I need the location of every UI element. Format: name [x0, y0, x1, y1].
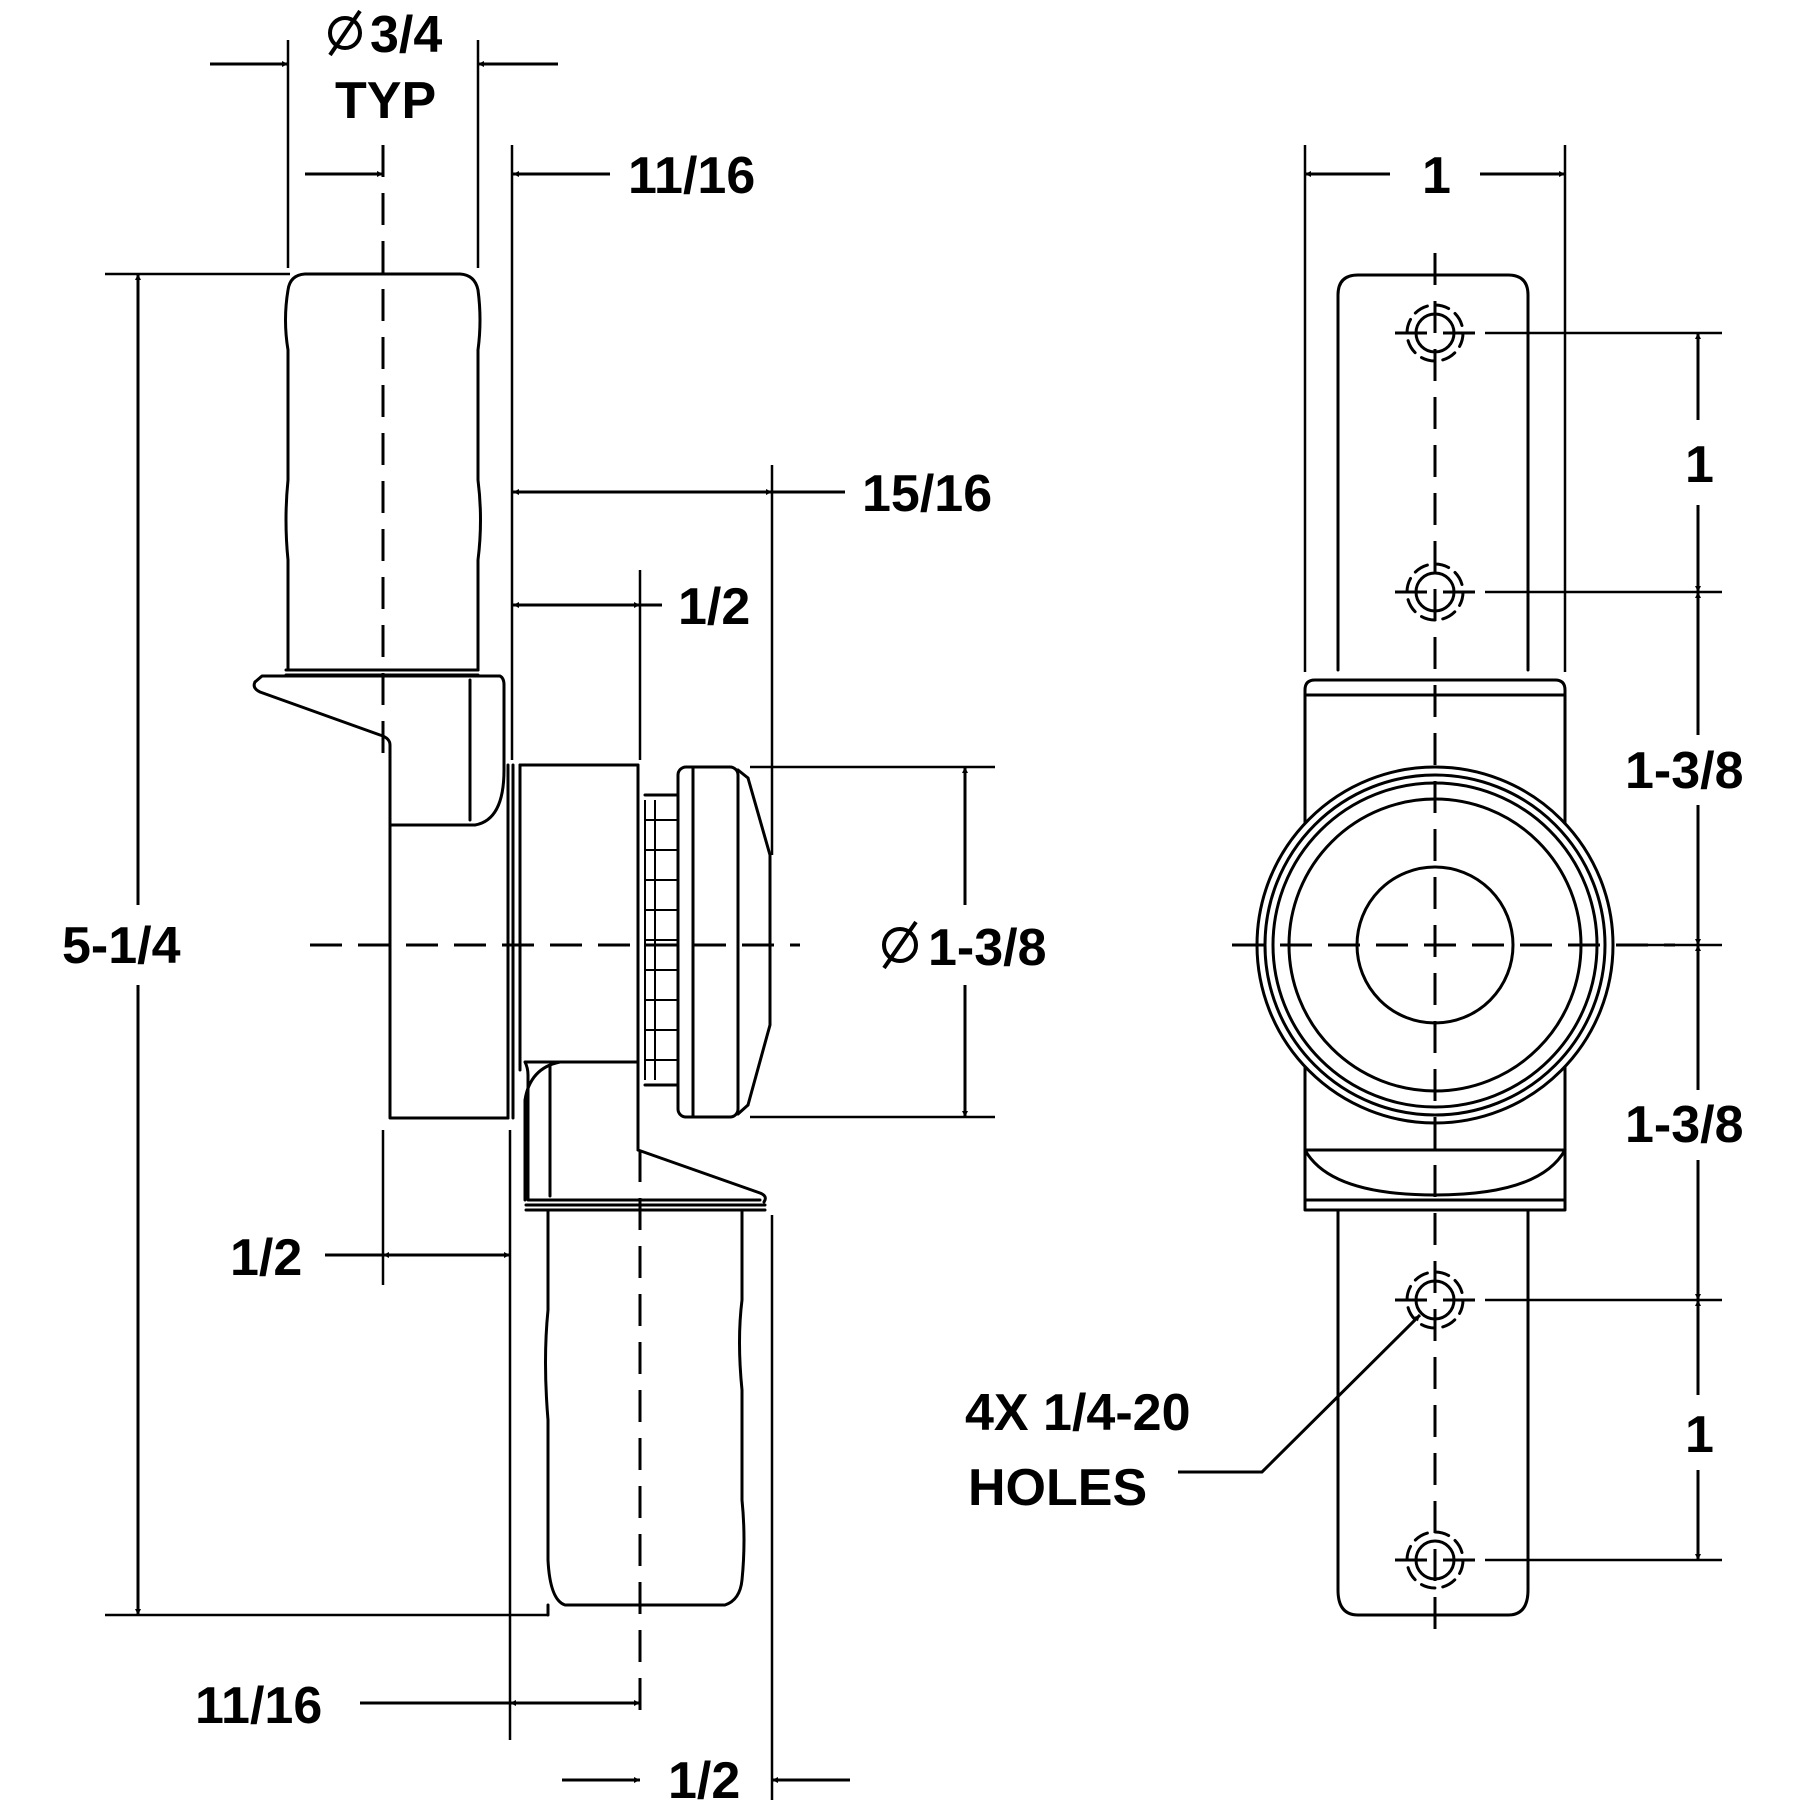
front-upper-barrel — [1336, 273, 1530, 672]
typ-label: TYP — [335, 72, 436, 130]
pitch-mid-lower-label: 1-3/8 — [1625, 1096, 1744, 1154]
front-view — [1232, 253, 1675, 1642]
left-shoulder-label: 1/2 — [230, 1229, 302, 1287]
upper-leaf — [252, 674, 510, 1120]
lower-leaf — [523, 1060, 767, 1204]
center-hub — [506, 763, 772, 1152]
holes-leader — [1178, 1313, 1422, 1474]
lower-barrel — [524, 1203, 767, 1617]
head-diameter-value: 1-3/8 — [928, 919, 1047, 977]
front-lower-barrel — [1336, 1208, 1530, 1617]
diameter-symbol-icon — [882, 920, 918, 970]
side-dimensions: 3/4 TYP 11/16 15/16 1/2 5-1/4 1-3/8 — [62, 6, 1047, 1803]
dia-typ-value: 3/4 — [370, 6, 442, 64]
side-view — [252, 145, 800, 1720]
holes-callout-line2: HOLES — [968, 1459, 1147, 1517]
pitch-mid-upper-label: 1-3/8 — [1625, 742, 1744, 800]
width-label: 1 — [1422, 147, 1451, 205]
overall-height-label: 5-1/4 — [62, 917, 181, 975]
bottom-offset-label: 11/16 — [195, 1677, 322, 1735]
pitch-bottom-label: 1 — [1685, 1406, 1714, 1464]
pitch-top-label: 1 — [1685, 436, 1714, 494]
ear-reach-label: 15/16 — [862, 465, 992, 523]
bottom-half-label: 1/2 — [668, 1752, 740, 1803]
diameter-symbol-icon — [328, 9, 362, 57]
top-offset-label: 11/16 — [628, 147, 755, 205]
hub-offset-label: 1/2 — [678, 578, 750, 636]
front-dimensions: 1 1 1-3/8 1-3/8 1 4X 1/4-20 HOLES — [965, 145, 1744, 1562]
holes-callout-line1: 4X 1/4-20 — [965, 1384, 1191, 1442]
front-leaf-plate — [1303, 678, 1567, 1212]
upper-barrel — [284, 272, 482, 677]
